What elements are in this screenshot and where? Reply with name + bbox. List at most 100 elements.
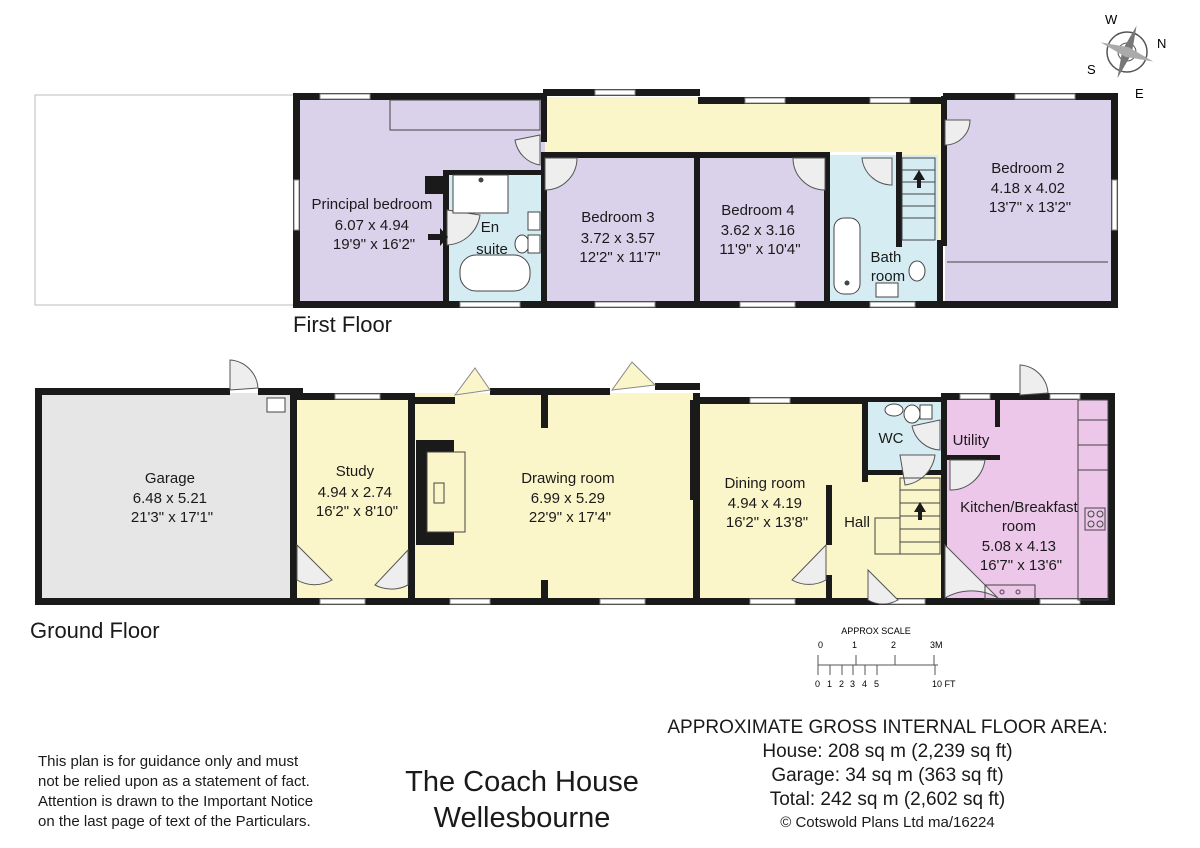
drawing-room-name: Drawing room [521, 470, 614, 487]
ground-floor-label: Ground Floor [30, 618, 160, 643]
ground-floor-windows [319, 393, 1081, 605]
scale-metric-1: 1 [852, 640, 857, 650]
bedroom2-fill [945, 97, 1113, 303]
garage-name: Garage [145, 470, 195, 487]
svg-text:En suite: En suite [476, 219, 508, 258]
dining-room-name: Dining room [724, 475, 805, 492]
floor-area-heading: APPROXIMATE GROSS INTERNAL FLOOR AREA: [667, 717, 1108, 738]
svg-text:Kitchen/Breakfast room: Kitchen/Breakfast room 5.08 x 4.13 16'7"… [960, 499, 1082, 574]
drawing-room-bay-right [610, 361, 657, 391]
bedroom3-name: Bedroom 3 [581, 209, 654, 226]
drawing-room-imperial: 22'9" x 17'4" [529, 509, 611, 526]
compass-n: N [1157, 36, 1166, 51]
svg-text:Bedroom 2 4.18 x 4.02: Bedroom 2 4.18 x 4.02 13'7" x 13'2" [989, 160, 1071, 216]
svg-text:Bedroom 3 3.72 x 3.57: Bedroom 3 3.72 x 3.57 12'2" x 11'7" [579, 209, 660, 266]
fireplace-hearth [433, 482, 445, 504]
hall-stairs-up-arrow-icon [914, 502, 926, 520]
principal-bedroom-fill [297, 97, 447, 303]
principal-bedroom-name: Principal bedroom [311, 196, 432, 213]
kitchen-metric: 5.08 x 4.13 [982, 538, 1056, 555]
disclaimer-line: on the last page of text of the Particul… [38, 813, 311, 830]
bedroom2-metric: 4.18 x 4.02 [991, 180, 1065, 197]
disclaimer: This plan is for guidance only and must … [38, 752, 378, 832]
kitchen-fill [945, 397, 1110, 602]
disclaimer-line: This plan is for guidance only and must [38, 753, 299, 770]
wc-fixtures [884, 403, 933, 424]
scale-ft-0: 0 [815, 679, 820, 689]
first-floor-windows [293, 89, 1118, 308]
property-location: Wellesbourne [433, 802, 611, 834]
study-metric: 4.94 x 2.74 [318, 484, 392, 501]
svg-text:Principal bedroom 6.07 x: Principal bedroom 6.07 x 4.94 19'9" x 16… [311, 196, 436, 253]
scale-bar: APPROX SCALE 0 1 2 3M 0 1 2 3 4 5 10 FT [815, 626, 956, 689]
en-suite-line2: suite [476, 241, 508, 258]
bathroom-line2: room [871, 268, 905, 285]
bedroom3-fill [545, 155, 695, 303]
svg-text:Drawing room 6.99 x 5.29: Drawing room 6.99 x 5.29 22'9" x 17'4" [521, 470, 619, 526]
first-floor-doors [446, 119, 971, 246]
drawing-room-bay-left [453, 367, 491, 396]
copyright: © Cotswold Plans Ltd ma/16224 [780, 814, 995, 831]
scale-ft-3: 3 [850, 679, 855, 689]
compass-e: E [1135, 86, 1144, 101]
scale-metric-2: 2 [891, 640, 896, 650]
bedroom2-imperial: 13'7" x 13'2" [989, 199, 1071, 216]
bedroom2-name: Bedroom 2 [991, 160, 1064, 177]
dining-room-metric: 4.94 x 4.19 [728, 495, 802, 512]
hall-name: Hall [844, 514, 870, 531]
house-area: House: 208 sq m (2,239 sq ft) [762, 741, 1013, 762]
wardrobe [389, 99, 541, 131]
landing-fill [545, 97, 945, 240]
bedroom3-metric: 3.72 x 3.57 [581, 230, 655, 247]
bedroom4-metric: 3.62 x 3.16 [721, 222, 795, 239]
en-suite-line1: En [481, 219, 499, 236]
scale-ft-5: 5 [874, 679, 879, 689]
scale-ft-10: 10 FT [932, 679, 956, 689]
svg-text:Study 4.94 x 2.74: Study 4.94 x 2.74 16'2" x 8'10" [316, 463, 398, 520]
kitchen-line1: Kitchen/Breakfast [960, 499, 1078, 516]
svg-text:Garage 6.48 x 5.21: Garage 6.48 x 5.21 21'3" x 17'1" [131, 470, 213, 526]
dining-room-imperial: 16'2" x 13'8" [726, 514, 808, 531]
scale-ft-2: 2 [839, 679, 844, 689]
garage-area: Garage: 34 sq m (363 sq ft) [771, 765, 1004, 786]
svg-text:Dining room 4.94 x 4.19: Dining room 4.94 x 4.19 16'2" x 13'8" [724, 475, 809, 531]
bedroom4-name: Bedroom 4 [721, 202, 794, 219]
bathroom-fixtures [833, 217, 926, 298]
kitchen-line2: room [1002, 518, 1036, 535]
study-imperial: 16'2" x 8'10" [316, 503, 398, 520]
hall-fill [830, 485, 945, 604]
void-area [34, 94, 296, 306]
scale-ft-4: 4 [862, 679, 867, 689]
en-suite-arrow-icon [428, 228, 448, 246]
ground-floor-stairs [874, 477, 941, 555]
scale-title: APPROX SCALE [841, 626, 911, 636]
svg-text:Bedroom 4 3.62 x 3.16: Bedroom 4 3.62 x 3.16 11'9" x 10'4" [719, 202, 800, 258]
garage-fill [40, 393, 295, 600]
compass-rose-icon: N S E W [1087, 12, 1166, 101]
disclaimer-line: Attention is drawn to the Important Noti… [38, 793, 314, 810]
first-floor-plan: Principal bedroom 6.07 x 4.94 19'9" x 16… [34, 89, 1118, 308]
garage-metric: 6.48 x 5.21 [133, 490, 207, 507]
scale-metric-3: 3M [930, 640, 943, 650]
drawing-room-metric: 6.99 x 5.29 [531, 490, 605, 507]
disclaimer-line: not be relied upon as a statement of fac… [38, 773, 310, 790]
compass-s: S [1087, 62, 1096, 77]
property-name: The Coach House [405, 766, 639, 798]
compass-w: W [1105, 12, 1118, 27]
ground-floor-plan: Garage 6.48 x 5.21 21'3" x 17'1" Study 4… [35, 359, 1115, 605]
garage-imperial: 21'3" x 17'1" [131, 509, 213, 526]
floor-area-summary: APPROXIMATE GROSS INTERNAL FLOOR AREA: H… [650, 716, 1125, 834]
study-name: Study [336, 463, 375, 480]
utility-name: Utility [953, 432, 990, 449]
first-floor-label: First Floor [293, 312, 392, 337]
principal-bedroom-metric: 6.07 x 4.94 [335, 217, 409, 234]
garage-fixture [266, 397, 286, 413]
property-title: The Coach House Wellesbourne [382, 764, 662, 836]
first-floor-stairs [901, 157, 936, 241]
kitchen-imperial: 16'7" x 13'6" [980, 557, 1062, 574]
scale-metric-0: 0 [818, 640, 823, 650]
wc-name: WC [879, 430, 904, 447]
total-area: Total: 242 sq m (2,602 sq ft) [769, 789, 1006, 810]
scale-ft-1: 1 [827, 679, 832, 689]
